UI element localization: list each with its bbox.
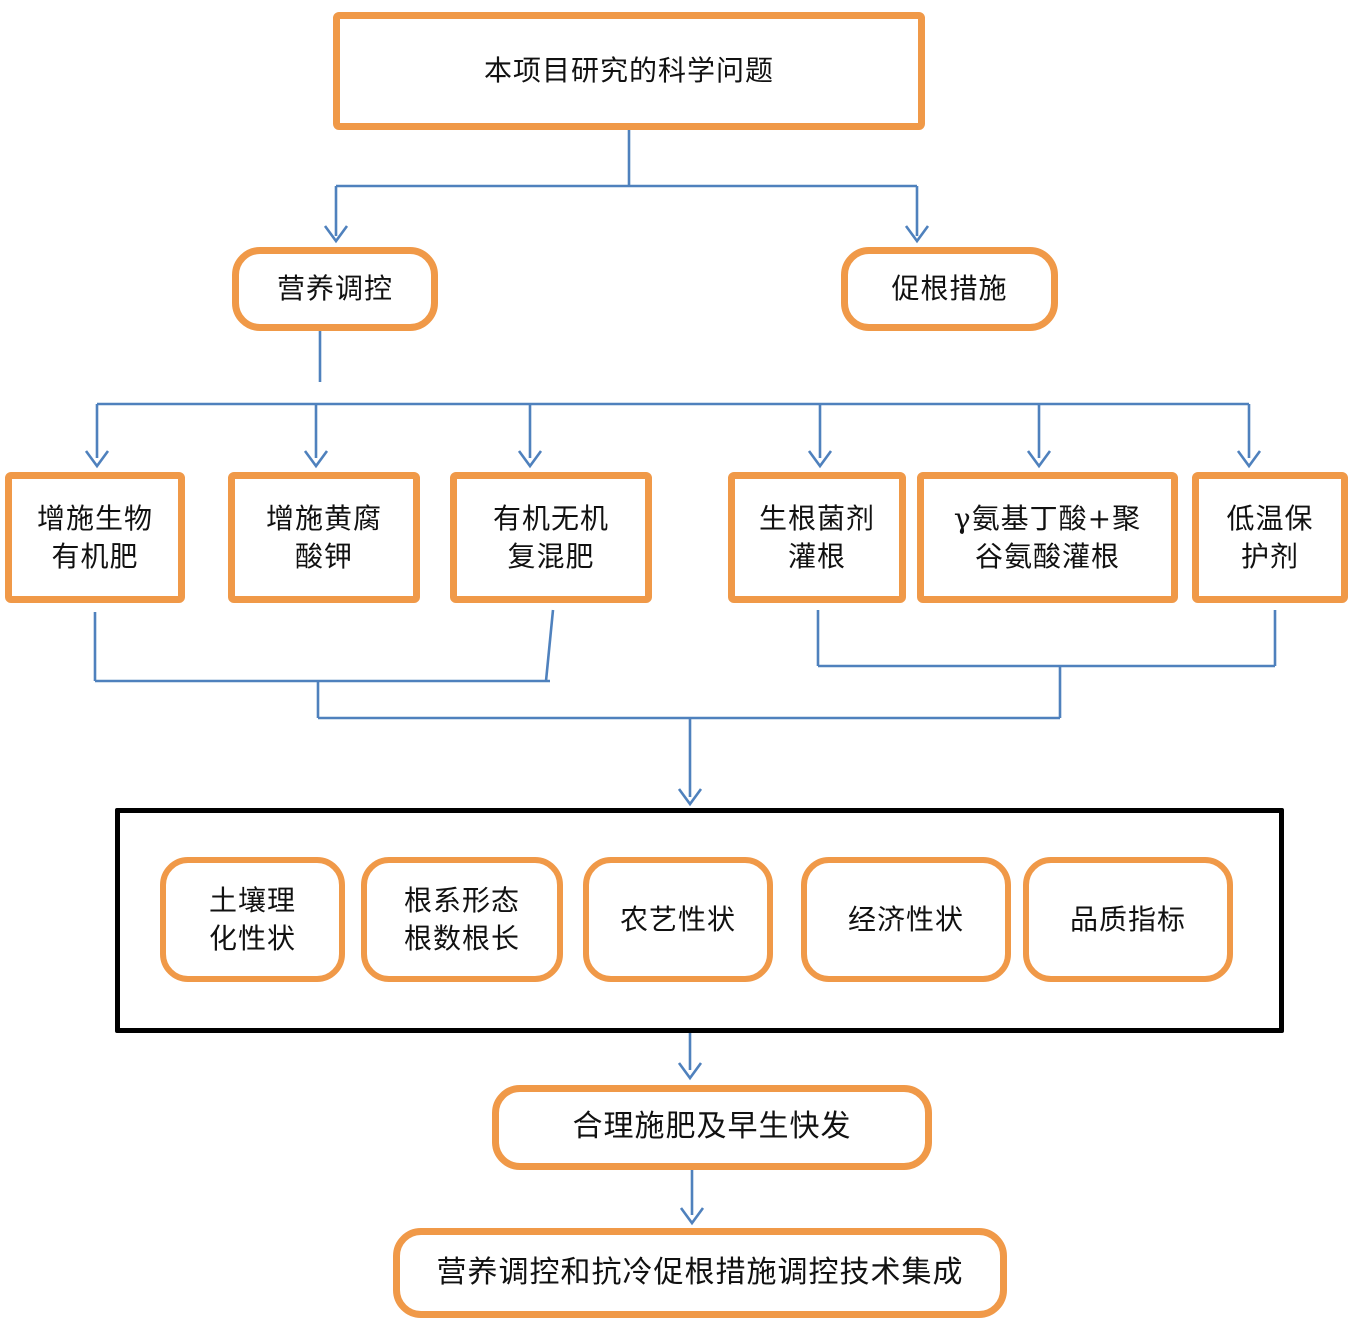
node-root-promotion: 促根措施 [841,247,1058,331]
node-label-line: 品质指标 [1069,902,1186,936]
node-measure-gaba-polyglutamate: γ氨基丁酸+聚 谷氨酸灌根 [917,472,1178,603]
node-nutrition-regulation: 营养调控 [232,247,438,331]
arrowhead-down-icon [303,450,329,469]
connector-outcome-to-final [679,1170,705,1226]
arrowhead-down-icon [84,450,110,469]
node-label-line: 复混肥 [507,539,595,573]
node-measure-potassium-fulvate: 增施黄腐 酸钾 [228,472,420,603]
node-label-line: 土壤理 [208,883,296,917]
node-label-line: 谷氨酸灌根 [974,539,1120,573]
node-label-line: 化性状 [208,921,296,955]
node-label-line: 有机肥 [51,539,139,573]
node-label-line: 灌根 [787,539,846,573]
node-indicator-quality-index: 品质指标 [1023,857,1233,982]
arrowhead-down-icon [679,1207,705,1226]
node-indicator-root-morphology: 根系形态 根数根长 [361,857,563,982]
arrowhead-down-icon [677,788,703,807]
node-label-line: 酸钾 [294,539,353,573]
node-label-line: 根系形态 [403,883,520,917]
arrowhead-down-icon [323,225,349,244]
connector-measures-merge [93,609,1277,807]
node-outcome-rational-fertilization: 合理施肥及早生快发 [492,1085,932,1170]
node-label-line: 护剂 [1240,539,1299,573]
node-label-line: γ氨基丁酸+聚 [953,501,1142,535]
node-label-line: 低温保 [1226,501,1314,535]
arrowhead-down-icon [1236,450,1262,469]
arrowhead-down-icon [904,225,930,244]
node-indicator-soil-properties: 土壤理 化性状 [160,857,345,982]
node-indicator-agronomic-traits: 农艺性状 [583,857,773,982]
arrowhead-down-icon [1026,450,1052,469]
node-label-line: 生根菌剂 [758,501,875,535]
node-outcome-technology-integration: 营养调控和抗冷促根措施调控技术集成 [393,1228,1007,1318]
node-label-line: 经济性状 [847,902,964,936]
node-measure-bio-organic-fertilizer: 增施生物 有机肥 [5,472,185,603]
node-label: 本项目研究的科学问题 [483,54,774,88]
node-label: 合理施肥及早生快发 [572,1109,852,1145]
node-research-question: 本项目研究的科学问题 [333,12,925,130]
connector-branches-to-measures [84,330,1262,469]
connector-panel-to-outcome [677,1033,703,1081]
node-indicator-economic-traits: 经济性状 [801,857,1011,982]
node-label-line: 农艺性状 [619,902,736,936]
node-measure-rooting-agent: 生根菌剂 灌根 [728,472,906,603]
arrowhead-down-icon [807,450,833,469]
node-label-line: 有机无机 [492,501,609,535]
node-label-line: 根数根长 [403,921,520,955]
arrowhead-down-icon [517,450,543,469]
node-label: 营养调控 [276,272,393,306]
node-label: 营养调控和抗冷促根措施调控技术集成 [436,1254,964,1290]
node-measure-organic-inorganic-compound: 有机无机 复混肥 [450,472,652,603]
connector-top-to-branches [323,130,930,244]
node-label-line: 增施生物 [36,501,153,535]
node-label-line: 增施黄腐 [265,501,382,535]
node-label: 促根措施 [891,272,1008,306]
arrowhead-down-icon [677,1062,703,1081]
node-measure-cold-protectant: 低温保 护剂 [1192,472,1348,603]
indicator-panel: 土壤理 化性状 根系形态 根数根长 农艺性状 经济性状 品质指标 [115,808,1284,1033]
